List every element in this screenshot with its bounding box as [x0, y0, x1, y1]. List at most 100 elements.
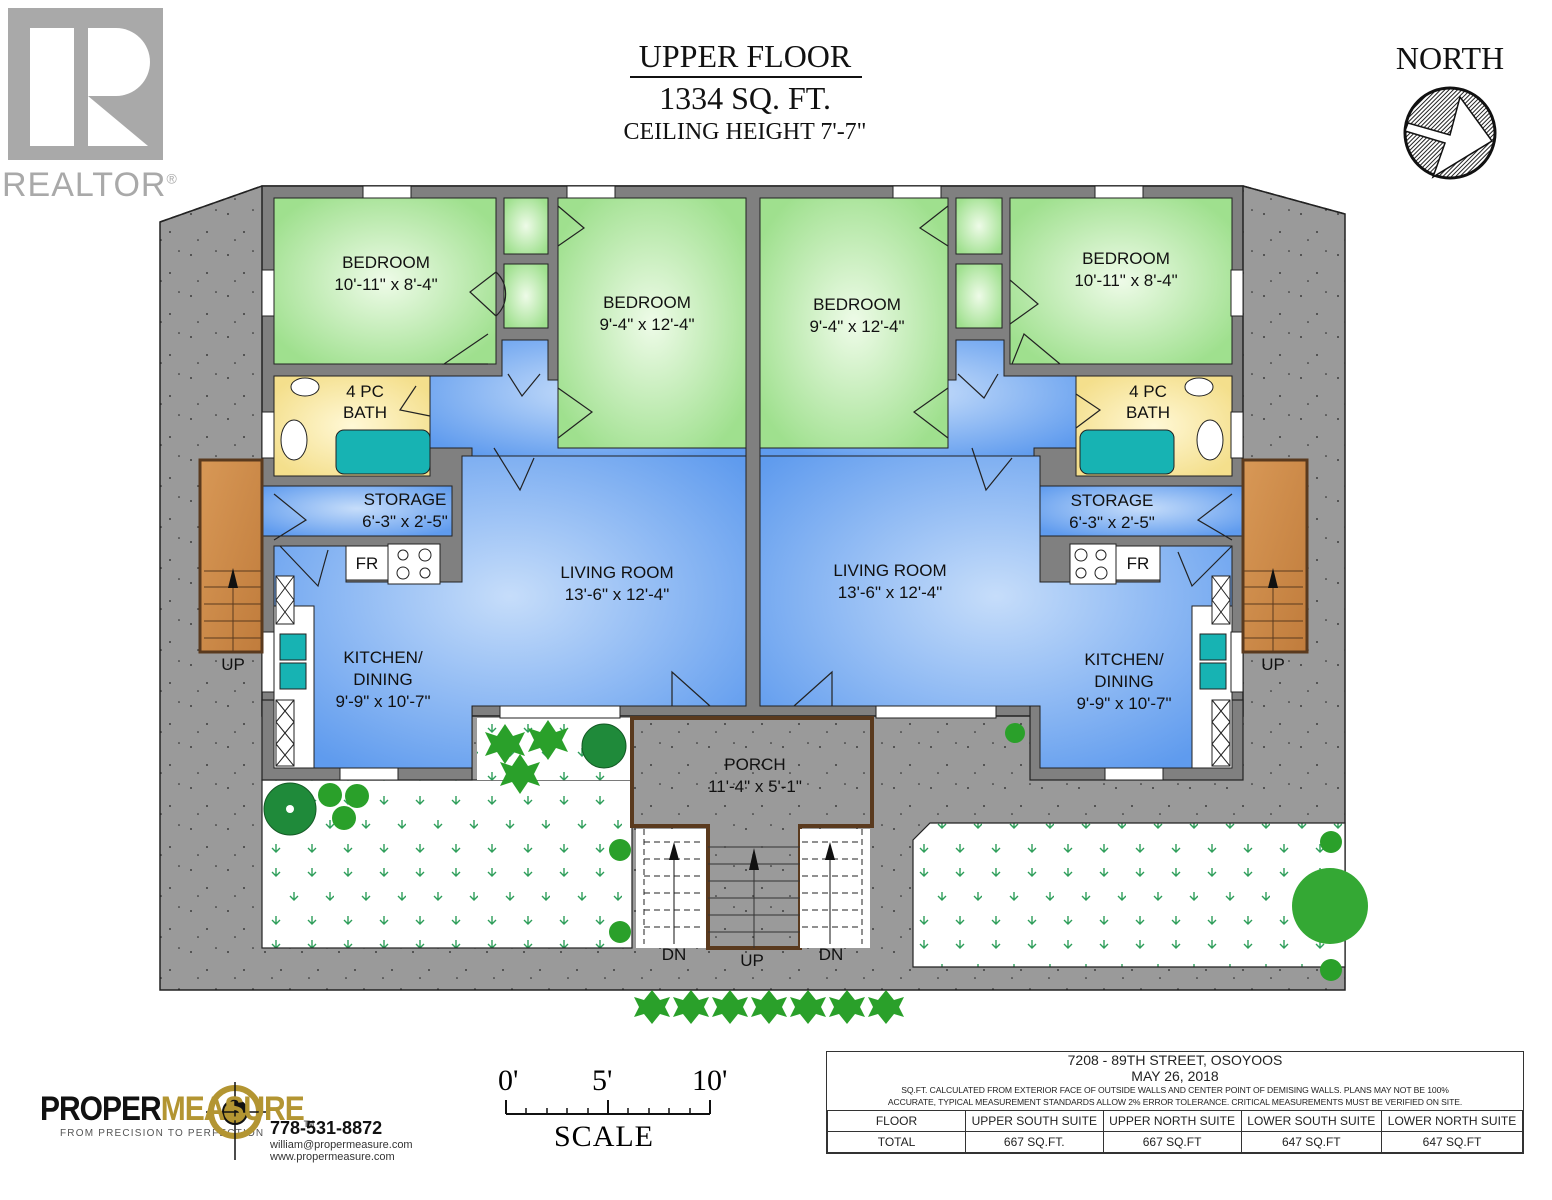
table-cell: 667 SQ.FT.	[965, 1131, 1104, 1153]
left-bathtub	[335, 429, 431, 475]
up-arrow-icon	[1268, 568, 1278, 588]
north-arrow-icon	[1403, 86, 1497, 180]
right-closet-2	[955, 263, 1003, 329]
down-arrow-icon	[669, 842, 679, 860]
lawn-right	[912, 822, 1346, 968]
stair-dn-left: DN	[662, 945, 687, 964]
scale-label-0: 0'	[498, 1064, 519, 1097]
realtor-logo: REALTOR®	[0, 0, 190, 210]
left-storage-dims: 6'-3" x 2'-5"	[362, 512, 448, 531]
left-stair-label: UP	[221, 655, 245, 674]
windows	[261, 185, 1244, 781]
left-hall	[429, 339, 747, 457]
right-kitchen-name2: DINING	[1094, 672, 1154, 691]
realtor-r-mark-icon	[8, 8, 163, 160]
left-stove-icon	[387, 543, 441, 585]
table-cell: 647 SQ.FT	[1240, 1131, 1383, 1153]
scale-ruler-icon	[505, 1100, 711, 1115]
left-bedroom-a-name: BEDROOM	[342, 253, 430, 272]
area-table: FLOOR UPPER SOUTH SUITE UPPER NORTH SUIT…	[827, 1110, 1523, 1153]
left-storage-name: STORAGE	[364, 490, 447, 509]
right-closet-1	[955, 197, 1003, 255]
table-cell: TOTAL	[827, 1131, 966, 1153]
table-header: LOWER NORTH SUITE	[1381, 1110, 1523, 1132]
door-swings	[273, 205, 1233, 707]
property-address: 7208 - 89TH STREET, OSOYOOS	[1067, 1052, 1283, 1068]
right-fridge	[1115, 545, 1161, 581]
porch	[630, 716, 874, 950]
ceiling-height: CEILING HEIGHT 7'-7"	[623, 119, 867, 145]
right-bedroom-a-name: BEDROOM	[1082, 249, 1170, 268]
floor-area: 1334 SQ. FT.	[659, 80, 831, 116]
right-storage-dims: 6'-3" x 2'-5"	[1069, 513, 1155, 532]
brand-name-b: MEASURE	[160, 1090, 305, 1128]
property-info-box: 7208 - 89TH STREET, OSOYOOS MAY 26, 2018…	[826, 1051, 1524, 1154]
north-indicator: NORTH	[1380, 40, 1520, 188]
floor-title: UPPER FLOOR	[638, 38, 852, 74]
left-kitchen-dims: 9'-9" x 10'-7"	[335, 692, 430, 711]
right-bedroom-b-dims: 9'-4" x 12'-4"	[809, 317, 904, 336]
down-arrow-icon	[825, 842, 835, 860]
left-closet-1	[503, 197, 549, 255]
right-fridge-label: FR	[1127, 554, 1150, 573]
left-bath-name1: 4 PC	[346, 382, 384, 401]
right-bedroom-a-dims: 10'-11" x 8'-4"	[1074, 271, 1177, 290]
room-labels: BEDROOM 10'-11" x 8'-4" BEDROOM 9'-4" x …	[221, 249, 1285, 970]
propermeasure-logo: PROPERMEASURETM FROM PRECISION TO PERFEC…	[40, 1082, 315, 1160]
disclaimer-line-2: ACCURATE, TYPICAL MEASUREMENT STANDARDS …	[887, 1097, 1463, 1107]
left-bedroom-b-dims: 9'-4" x 12'-4"	[599, 315, 694, 334]
scale-label-5: 5'	[592, 1064, 613, 1097]
right-bath-name2: BATH	[1126, 403, 1170, 422]
left-living-name: LIVING ROOM	[560, 563, 673, 582]
plan-date: MAY 26, 2018	[1131, 1068, 1219, 1084]
realtor-label: REALTOR	[2, 166, 167, 204]
right-kitchen-name1: KITCHEN/	[1084, 650, 1164, 669]
porch-dims: 11'-4" x 5'-1"	[708, 777, 802, 796]
table-cell: 667 SQ.FT	[1102, 1131, 1242, 1153]
left-kitchen-name2: DINING	[353, 670, 413, 689]
scale-bar: 0' 5' 10' SCALE	[496, 1064, 736, 1153]
registered-mark: ®	[166, 170, 178, 187]
scale-label-10: 10'	[692, 1064, 728, 1097]
brand-tagline: FROM PRECISION TO PERFECTION	[60, 1128, 265, 1139]
contact-phone: 778-531-8872	[270, 1118, 383, 1138]
stair-dn-right: DN	[819, 945, 844, 964]
left-fridge	[345, 545, 389, 581]
table-header: LOWER SOUTH SUITE	[1240, 1110, 1383, 1132]
left-sink-basin	[279, 633, 307, 661]
left-living-dims: 13'-6" x 12'-4"	[565, 585, 670, 604]
plants	[263, 720, 1368, 1024]
contact-website: www.propermeasure.com	[270, 1151, 395, 1163]
table-header: UPPER SOUTH SUITE	[965, 1110, 1104, 1132]
contact-block: 778-531-8872 william@propermeasure.com w…	[270, 1118, 413, 1163]
north-label: NORTH	[1395, 40, 1505, 76]
lawn-left	[261, 779, 633, 949]
trademark: TM	[303, 1118, 315, 1130]
table-header: UPPER NORTH SUITE	[1102, 1110, 1242, 1132]
right-living-dims: 13'-6" x 12'-4"	[838, 583, 943, 602]
right-storage-name: STORAGE	[1071, 491, 1154, 510]
stair-up-center: UP	[740, 951, 764, 970]
right-bedroom-b-name: BEDROOM	[813, 295, 901, 314]
contact-email: william@propermeasure.com	[270, 1139, 413, 1151]
table-cell: 647 SQ.FT	[1381, 1131, 1523, 1153]
left-side-stair	[198, 458, 264, 654]
left-bedroom-b	[557, 197, 747, 449]
target-crosshair-icon	[206, 1082, 266, 1160]
up-arrow-icon	[749, 848, 759, 870]
left-closet-2	[503, 263, 549, 329]
right-bath-name1: 4 PC	[1129, 382, 1167, 401]
right-hall	[759, 339, 1077, 457]
right-living-name: LIVING ROOM	[833, 561, 946, 580]
porch-name: PORCH	[724, 755, 785, 774]
up-arrow-icon	[228, 568, 238, 588]
hedge-row	[634, 990, 904, 1024]
left-sink	[290, 377, 320, 397]
left-bedroom-a-dims: 10'-11" x 8'-4"	[334, 275, 437, 294]
right-toilet	[1196, 419, 1224, 461]
right-side-stair	[1241, 458, 1309, 654]
brand-name-a: PROPER	[40, 1090, 162, 1128]
right-bathtub	[1079, 429, 1175, 475]
left-fridge-label: FR	[356, 554, 379, 573]
right-kitchen-dims: 9'-9" x 10'-7"	[1076, 694, 1171, 713]
